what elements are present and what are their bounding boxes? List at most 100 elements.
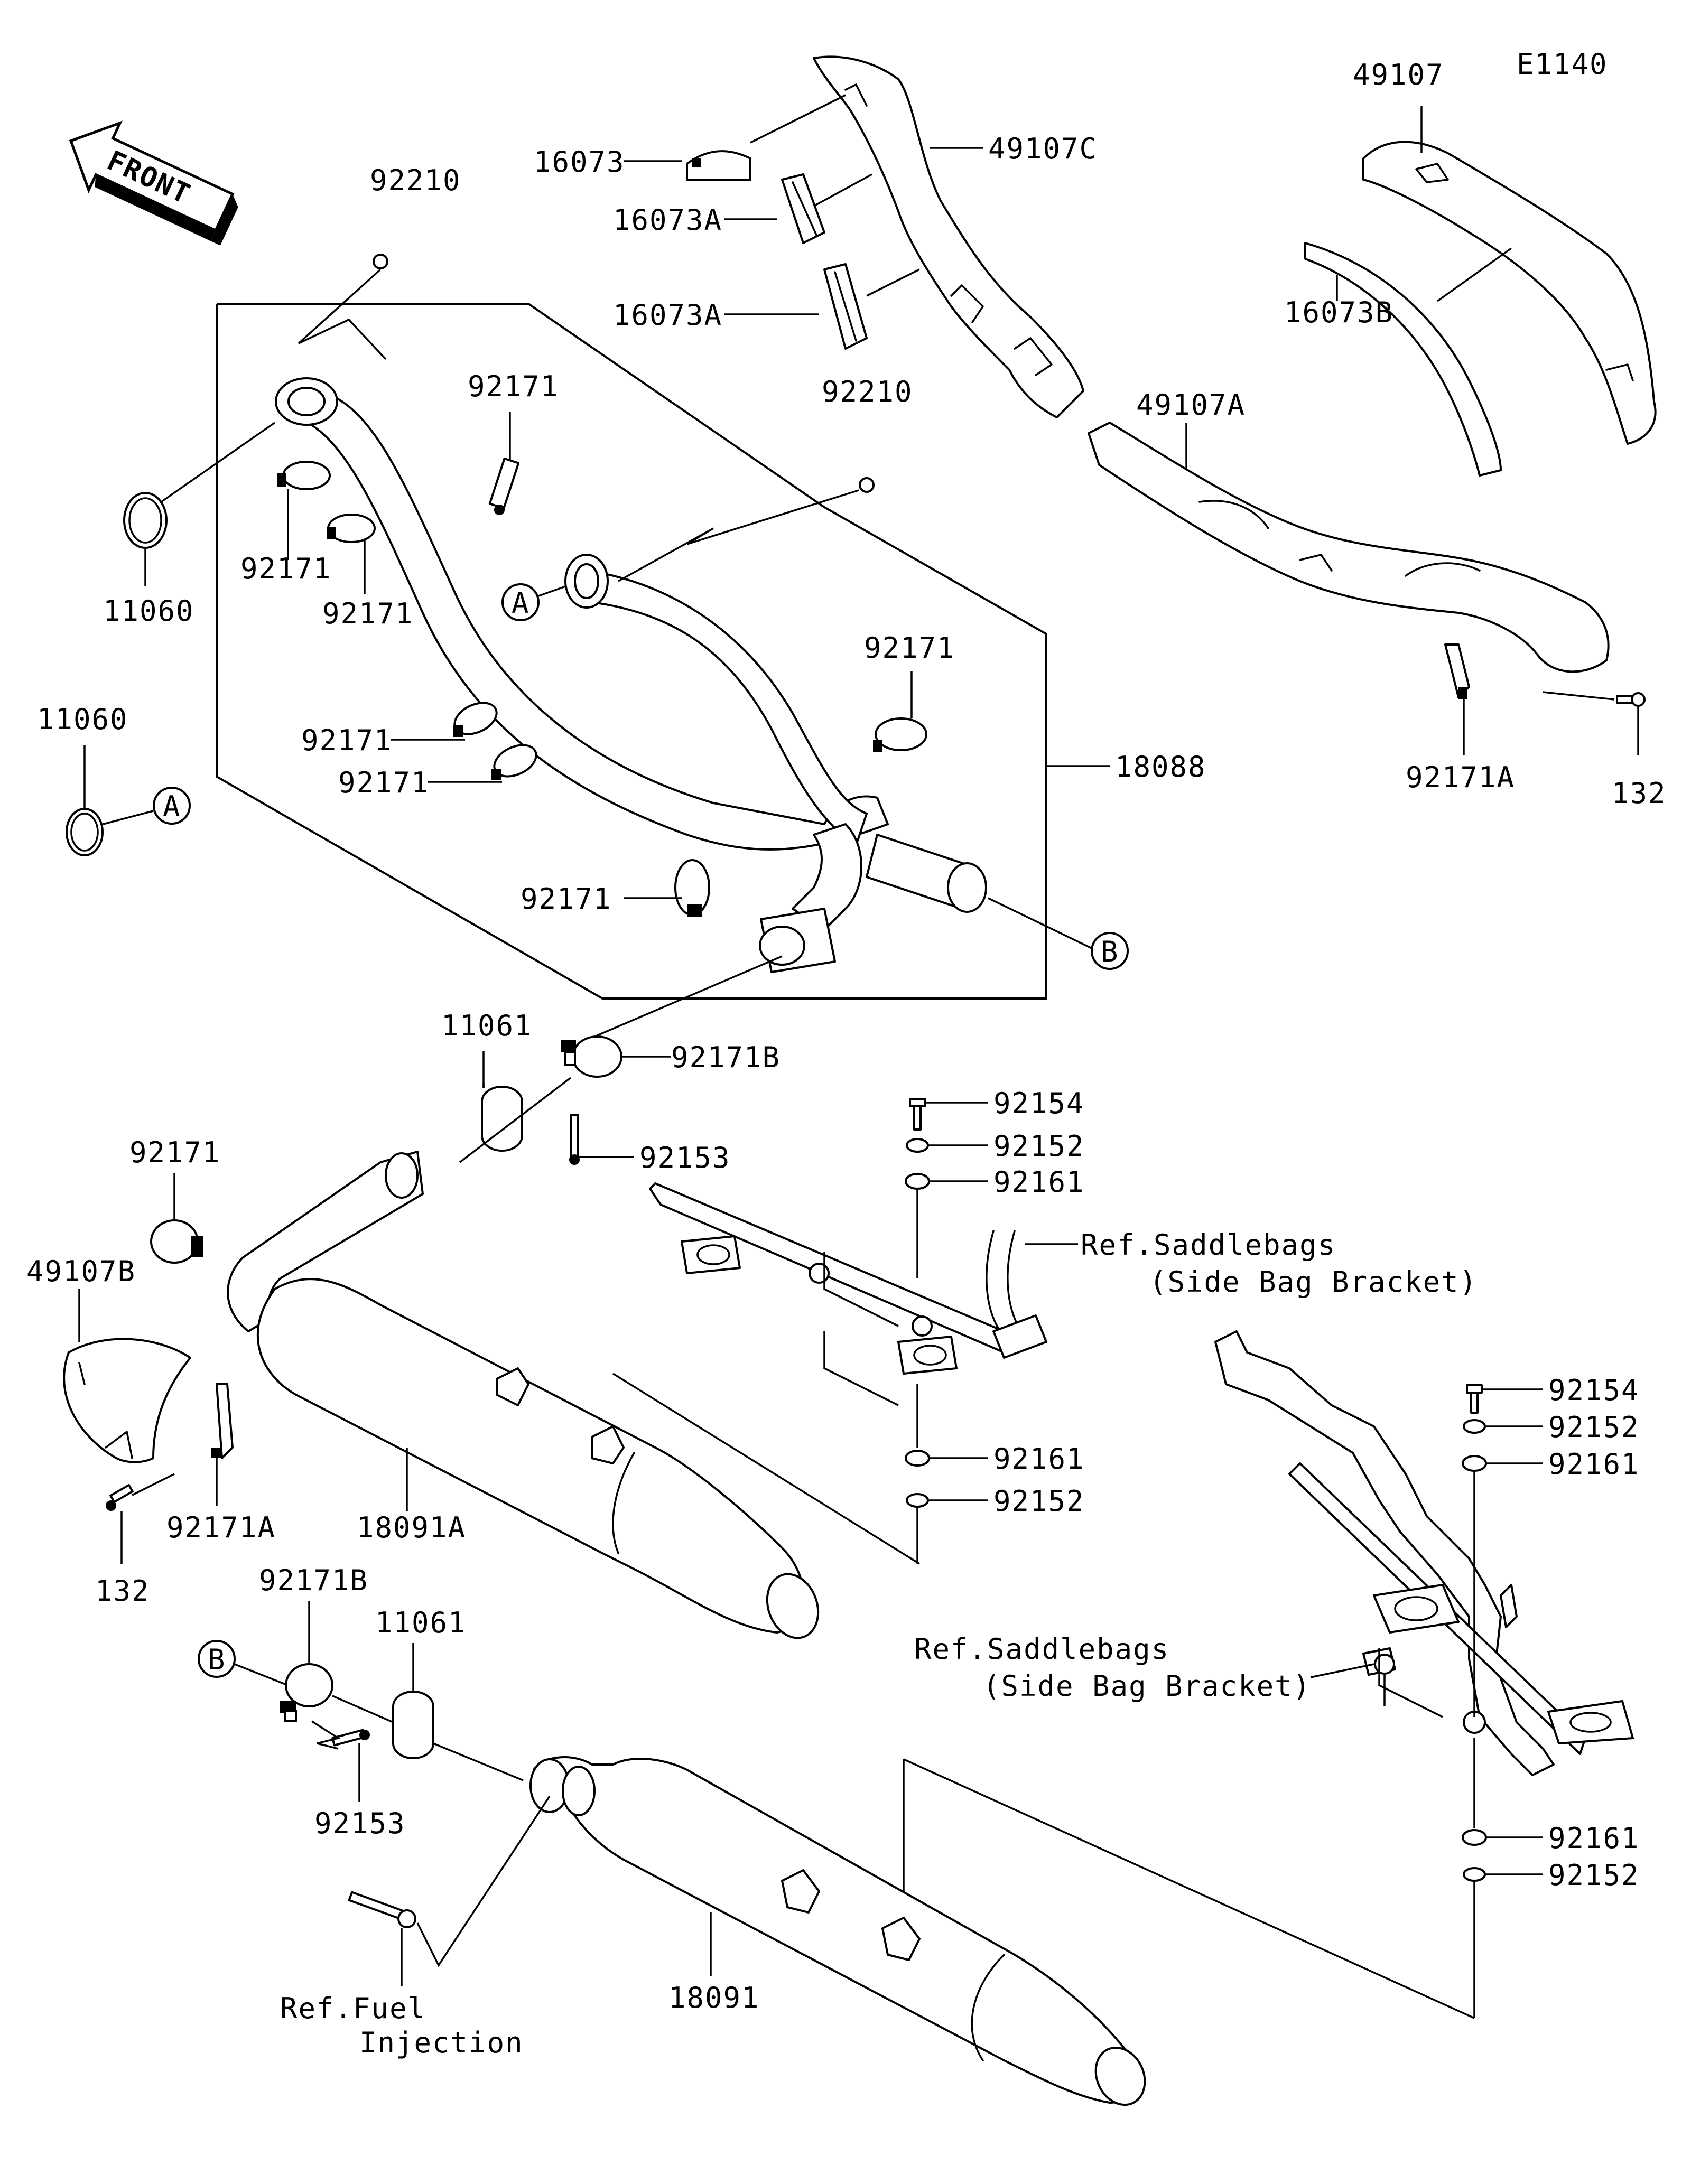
clamp-92171-f bbox=[873, 717, 927, 752]
clamp-92171-d bbox=[453, 702, 498, 737]
label-92154-2: 92154 bbox=[1548, 1374, 1640, 1407]
heat-cover-49107a bbox=[1088, 422, 1610, 673]
heat-shield-16073a-2 bbox=[823, 263, 868, 350]
clamp-92171a-left bbox=[211, 1383, 234, 1459]
callout-b-bottom-text: B bbox=[208, 1643, 226, 1676]
label-92171b-bottom: 92171B bbox=[259, 1564, 368, 1597]
label-18088: 18088 bbox=[1115, 750, 1206, 783]
label-16073a-1: 16073A bbox=[613, 203, 722, 237]
label-49107c: 49107C bbox=[988, 132, 1098, 165]
muffler-18091 bbox=[529, 1756, 1146, 2106]
label-92171-h: 92171 bbox=[129, 1136, 221, 1169]
label-11061-bottom: 11061 bbox=[375, 1606, 467, 1639]
label-92161-4: 92161 bbox=[1548, 1822, 1640, 1855]
clamp-92171-a bbox=[277, 461, 331, 490]
clamp-92171-e bbox=[491, 744, 537, 780]
bolt-92154-bottom bbox=[1466, 1384, 1483, 1414]
label-92210-top: 92210 bbox=[370, 164, 461, 197]
oxygen-sensor bbox=[348, 1891, 416, 1928]
label-132-left: 132 bbox=[95, 1574, 150, 1608]
ref-fuel: Ref.Fuel bbox=[280, 1992, 426, 2025]
label-92171-c: 92171 bbox=[468, 370, 559, 403]
washer-92152-bottom-a bbox=[1463, 1419, 1486, 1434]
heat-cover-49107b bbox=[63, 1338, 191, 1463]
label-11061-top: 11061 bbox=[441, 1009, 533, 1042]
gasket-11061-bottom bbox=[392, 1691, 434, 1759]
bolt-92210-top bbox=[373, 254, 388, 269]
bolt-92153-bottom bbox=[331, 1729, 370, 1747]
gasket-11060-left bbox=[66, 808, 104, 856]
label-92171-e: 92171 bbox=[338, 766, 430, 799]
label-16073a-2: 16073A bbox=[613, 298, 722, 332]
bolt-92153-top bbox=[569, 1114, 580, 1165]
group-bracket-18088 bbox=[216, 303, 1047, 1000]
label-49107: 49107 bbox=[1353, 58, 1444, 91]
label-92171-d: 92171 bbox=[301, 724, 393, 757]
washer-92152-bottom-b bbox=[1463, 1867, 1486, 1882]
clamp-92171a-right bbox=[1444, 643, 1470, 699]
label-92171-a: 92171 bbox=[240, 552, 332, 585]
diagram-code: E1140 bbox=[1517, 48, 1608, 81]
heat-shield-16073b bbox=[1304, 242, 1502, 477]
label-92154-1: 92154 bbox=[993, 1087, 1085, 1120]
ref-saddlebags-1: Ref.Saddlebags bbox=[1081, 1228, 1336, 1262]
heat-cover-49107 bbox=[1362, 141, 1657, 445]
front-arrow-icon: FRONT bbox=[69, 120, 238, 246]
clamp-92171-h bbox=[150, 1219, 203, 1264]
callout-a-left bbox=[153, 787, 191, 825]
label-18091: 18091 bbox=[668, 1981, 760, 2014]
ref-injection: Injection bbox=[359, 2026, 524, 2059]
label-92161-2: 92161 bbox=[993, 1442, 1085, 1476]
label-92152-4: 92152 bbox=[1548, 1859, 1640, 1892]
ref-sidebag-bracket-2: (Side Bag Bracket) bbox=[983, 1669, 1311, 1703]
heat-shield-16073 bbox=[686, 150, 751, 181]
gasket-11060-top bbox=[123, 492, 168, 549]
label-92171-b: 92171 bbox=[322, 597, 414, 630]
label-92152-1: 92152 bbox=[993, 1130, 1085, 1163]
callout-b-top bbox=[1091, 932, 1129, 970]
clamp-92171-c bbox=[488, 457, 520, 515]
callout-b-bottom bbox=[198, 1640, 236, 1678]
label-11060-left: 11060 bbox=[37, 703, 128, 736]
label-132-right: 132 bbox=[1612, 777, 1667, 810]
grommet-92161-bottom-b bbox=[1462, 1829, 1487, 1846]
label-92171a-right: 92171A bbox=[1406, 761, 1515, 794]
label-92171-g: 92171 bbox=[521, 882, 612, 916]
callout-a-left-text: A bbox=[163, 790, 181, 823]
heat-cover-49107c bbox=[813, 55, 1084, 418]
label-92171b-top: 92171B bbox=[671, 1041, 781, 1074]
heat-shield-16073a-1 bbox=[781, 173, 825, 244]
clamp-92171-g bbox=[674, 859, 710, 917]
washer-92152-top bbox=[906, 1138, 929, 1153]
grommet-92161-top bbox=[905, 1173, 930, 1190]
label-92171-f: 92171 bbox=[864, 631, 955, 665]
label-92210-mid: 92210 bbox=[822, 375, 913, 408]
label-16073b: 16073B bbox=[1284, 296, 1393, 329]
clamp-92171b-bottom bbox=[280, 1663, 333, 1722]
label-92153-top: 92153 bbox=[639, 1141, 731, 1174]
callout-a-top-text: A bbox=[512, 586, 530, 620]
label-49107a: 49107A bbox=[1136, 388, 1246, 422]
callout-a-top bbox=[501, 583, 540, 621]
bolt-132-right bbox=[1616, 692, 1646, 707]
grommet-92161-bottom-a bbox=[1462, 1455, 1487, 1472]
saddlebag-bracket-upper bbox=[649, 1182, 1047, 1375]
label-49107b: 49107B bbox=[26, 1255, 136, 1288]
grommet-92161-mid bbox=[905, 1450, 930, 1467]
muffler-18091a bbox=[227, 1151, 820, 1639]
bolt-132-left bbox=[106, 1483, 134, 1511]
label-92153-bottom: 92153 bbox=[314, 1807, 406, 1840]
clamp-92171-b bbox=[327, 514, 376, 543]
saddlebag-bracket-lower bbox=[1214, 1330, 1634, 1776]
label-18091a: 18091A bbox=[357, 1511, 466, 1544]
label-92152-3: 92152 bbox=[1548, 1411, 1640, 1444]
label-92161-1: 92161 bbox=[993, 1165, 1085, 1199]
ref-sidebag-bracket-1: (Side Bag Bracket) bbox=[1149, 1265, 1478, 1299]
ref-saddlebags-2: Ref.Saddlebags bbox=[914, 1632, 1169, 1666]
bolt-92210-mid bbox=[859, 477, 875, 493]
exhaust-pipe-18088 bbox=[275, 377, 987, 973]
label-92161-3: 92161 bbox=[1548, 1448, 1640, 1481]
label-92152-2: 92152 bbox=[993, 1485, 1085, 1518]
washer-92152-mid bbox=[906, 1493, 929, 1508]
